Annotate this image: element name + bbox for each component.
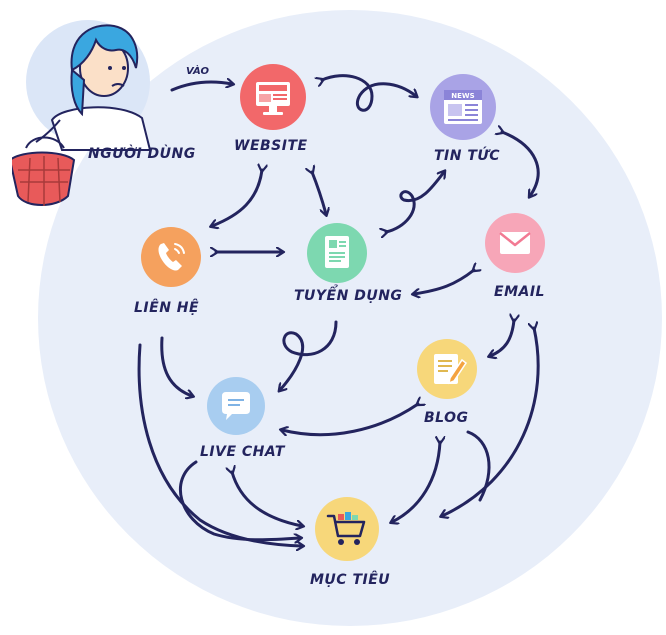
shopping-cart-icon [315, 497, 379, 561]
node-label-recruit: TUYỂN DỤNG [290, 288, 407, 304]
node-label-contact: LIÊN HỆ [130, 300, 204, 316]
arrow-contact-livechat [160, 336, 192, 396]
website-node [238, 62, 308, 132]
arrow-website-news [322, 74, 416, 112]
livechat-node [206, 376, 266, 436]
arrow-news-email [502, 132, 540, 196]
arrow-blog-livechat [282, 404, 418, 435]
node-label-livechat: LIVE CHAT [196, 444, 289, 460]
node-label-email: EMAIL [490, 284, 549, 300]
arrow-contact-goal [137, 343, 302, 546]
arrow-website-recruit [312, 172, 326, 214]
arrow-website-contact [212, 170, 262, 226]
basket-icon [12, 136, 76, 206]
svg-text:NEWS: NEWS [451, 92, 474, 100]
chat-bubble-icon [207, 377, 265, 435]
contact-node [140, 226, 202, 288]
node-label-goal: MỤC TIÊU [306, 572, 395, 588]
arrow-email-recruit [414, 270, 474, 294]
arrow-livechat-goal [232, 472, 302, 526]
phone-icon [141, 227, 201, 287]
node-label-user: NGƯỜI DÙNG [84, 146, 200, 162]
user-illustration [12, 10, 172, 215]
arrow-livechat-goal-2 [178, 460, 300, 540]
arrow-user-website [170, 82, 232, 92]
news-node: NEWS [428, 72, 498, 142]
monitor-icon [240, 64, 306, 130]
newspaper-icon: NEWS [430, 74, 496, 140]
edge-label-visit: VÀO [186, 66, 209, 77]
arrow-blog-right [466, 430, 491, 502]
document-icon [307, 223, 367, 283]
arrow-recruit-livechat [280, 320, 338, 390]
node-label-blog: BLOG [420, 410, 473, 426]
blog-node [416, 338, 478, 400]
email-node [484, 212, 546, 274]
envelope-icon [485, 213, 545, 273]
goal-node [314, 496, 380, 562]
arrow-blog-goal [392, 442, 440, 522]
pencil-note-icon [417, 339, 477, 399]
arrow-email-goal [442, 328, 540, 516]
recruit-node [306, 222, 368, 284]
node-label-news: TIN TỨC [430, 148, 505, 164]
arrow-email-blog [490, 320, 514, 356]
arrow-recruit-news [386, 172, 444, 232]
node-label-website: WEBSITE [230, 138, 312, 154]
